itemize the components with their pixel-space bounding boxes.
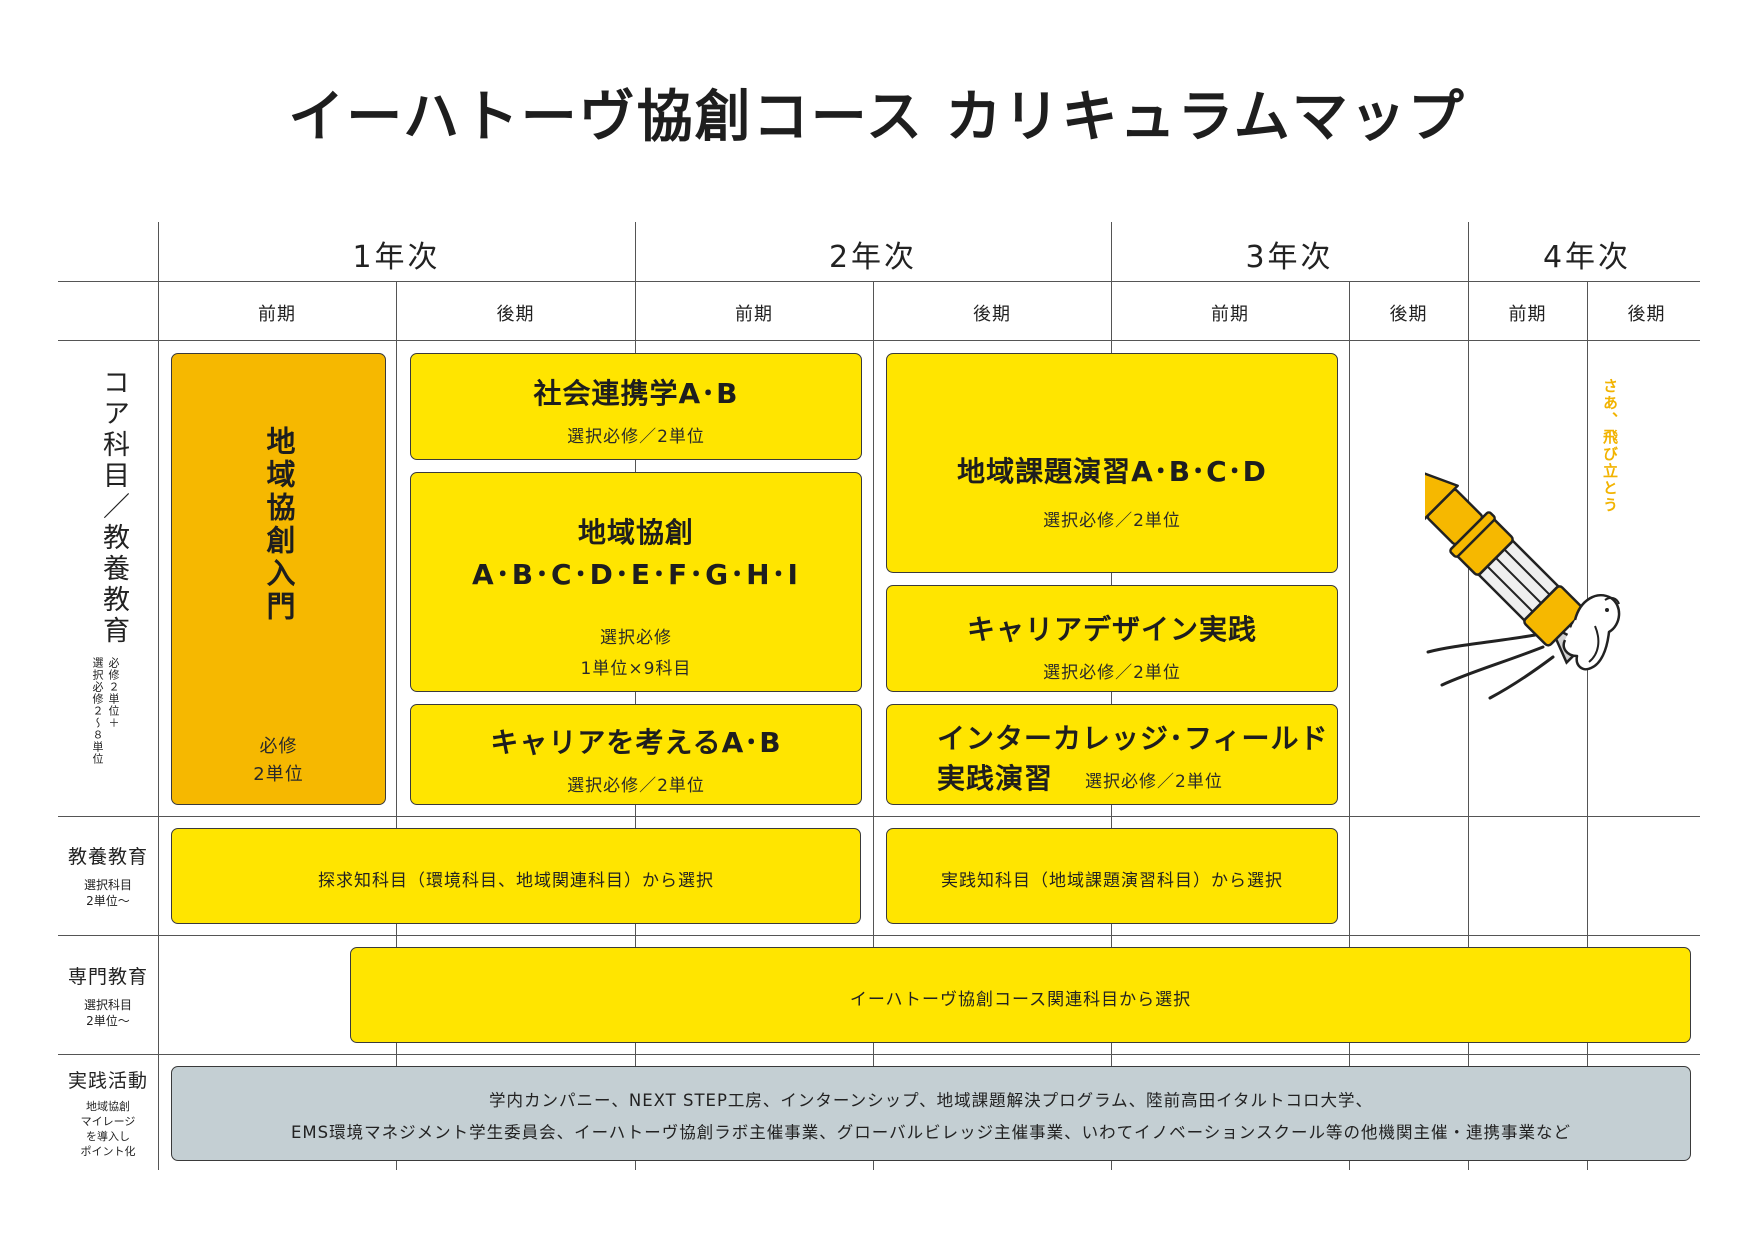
course-note: 選択必修／2単位 [1043, 511, 1181, 531]
course-note: 選択必修 [600, 628, 672, 648]
category-specialized-name: 専門教育 [67, 966, 148, 988]
category-practice-sub: ポイント化 [80, 1145, 136, 1158]
term-header: 後期 [1389, 304, 1428, 325]
category-practice-name: 実践活動 [67, 1070, 148, 1092]
category-core-req: 必修２単位＋ [107, 657, 120, 729]
category-liberal-name: 教養教育 [67, 846, 148, 868]
course-box-kyoso: 地域協創 A･B･C･D･E･F･G･H･I 選択必修 1単位×9科目 [410, 472, 862, 692]
course-title: A･B･C･D･E･F･G･H･I [472, 558, 800, 591]
category-specialized-sub: 2単位〜 [86, 1014, 130, 1028]
category-specialized-sub: 選択科目 [83, 998, 132, 1012]
category-core-sel: 選択必修２～８単位 [91, 657, 104, 765]
year-header-3: 3年次 [1245, 240, 1334, 275]
category-core-name: コア科目／教養教育 [98, 367, 129, 647]
term-header: 前期 [1211, 304, 1249, 325]
grid-line [873, 282, 874, 1170]
course-title: 地域協創入門 [262, 426, 296, 624]
year-header-1: 1年次 [352, 240, 441, 275]
grid-line [58, 1054, 1700, 1055]
term-header: 後期 [496, 304, 535, 325]
course-box-intro: 地域協創入門 必修 2単位 [171, 353, 386, 805]
course-title: インターカレッジ･フィールド [937, 722, 1329, 755]
grid-line [1468, 222, 1469, 1170]
course-note: 必修 [259, 736, 298, 757]
term-header: 後期 [973, 304, 1011, 325]
category-practice: 実践活動 地域協創 マイレージ を導入し ポイント化 [58, 1066, 158, 1159]
course-box-social: 社会連携学A･B 選択必修／2単位 [410, 353, 862, 460]
course-note: イーハトーヴ協創コース関連科目から選択 [849, 990, 1192, 1010]
liberal-box-1: 探求知科目（環境科目、地域関連科目）から選択 [171, 828, 861, 924]
course-title: 実践演習 [937, 762, 1054, 795]
course-title: 社会連携学A･B [533, 377, 739, 410]
illustration-caption: さあ、飛び立とう [1601, 378, 1619, 514]
term-header: 前期 [1508, 304, 1547, 325]
practice-text: 学内カンパニー、NEXT STEP工房、インターンシップ、地域課題解決プログラム… [489, 1091, 1373, 1110]
grid-line [396, 282, 397, 1170]
category-liberal-sub: 2単位〜 [86, 894, 130, 908]
course-note: 選択必修／2単位 [1043, 663, 1181, 683]
course-box-regional: 地域課題演習A･B･C･D 選択必修／2単位 [886, 353, 1338, 573]
category-practice-sub: マイレージ [80, 1115, 136, 1128]
course-title: 地域協創 [577, 516, 694, 549]
rocket-with-mascot-icon [1425, 464, 1621, 700]
grid-line [158, 222, 159, 1170]
course-box-career-think: キャリアを考えるA･B 選択必修／2単位 [410, 704, 862, 805]
grid-line [1111, 222, 1112, 1170]
year-header-4: 4年次 [1542, 240, 1632, 275]
practice-box: 学内カンパニー、NEXT STEP工房、インターンシップ、地域課題解決プログラム… [171, 1066, 1691, 1161]
grid-line [58, 281, 1700, 282]
course-note: 選択必修／2単位 [567, 776, 705, 796]
grid-line [58, 935, 1700, 936]
grid-line [58, 340, 1700, 341]
term-header: 前期 [735, 304, 773, 325]
grid-line [1587, 282, 1588, 1170]
course-note: 実践知科目（地域課題演習科目）から選択 [941, 871, 1283, 891]
category-practice-sub: を導入し [86, 1130, 130, 1143]
course-note: 探求知科目（環境科目、地域関連科目）から選択 [318, 871, 714, 891]
course-box-intercollege: インターカレッジ･フィールド 実践演習 選択必修／2単位 [886, 704, 1338, 805]
category-liberal: 教養教育 選択科目 2単位〜 [58, 842, 158, 909]
grid-line [1349, 282, 1350, 1170]
course-note: 選択必修／2単位 [1085, 772, 1223, 792]
page-title: イーハトーヴ協創コース カリキュラムマップ [288, 85, 1466, 150]
course-note: 1単位×9科目 [580, 659, 692, 679]
category-core: コア科目／教養教育 必修２単位＋ 選択必修２～８単位 [84, 362, 144, 802]
term-header: 後期 [1627, 304, 1666, 325]
practice-text: EMS環境マネジメント学生委員会、イーハトーヴ協創ラボ主催事業、グローバルビレッ… [291, 1123, 1571, 1142]
course-box-career-design: キャリアデザイン実践 選択必修／2単位 [886, 585, 1338, 692]
course-title: 地域課題演習A･B･C･D [957, 455, 1267, 488]
category-liberal-sub: 選択科目 [83, 878, 132, 892]
category-specialized: 専門教育 選択科目 2単位〜 [58, 962, 158, 1029]
course-title: キャリアを考えるA･B [490, 726, 782, 759]
grid-line [635, 222, 636, 1170]
course-title: キャリアデザイン実践 [966, 613, 1257, 646]
year-header-2: 2年次 [828, 240, 918, 275]
liberal-box-2: 実践知科目（地域課題演習科目）から選択 [886, 828, 1338, 924]
course-note: 選択必修／2単位 [567, 427, 705, 447]
specialized-box: イーハトーヴ協創コース関連科目から選択 [350, 947, 1691, 1043]
grid-line [58, 816, 1700, 817]
course-note: 2単位 [253, 764, 304, 785]
term-header: 前期 [258, 304, 296, 325]
category-practice-sub: 地域協創 [86, 1100, 130, 1113]
